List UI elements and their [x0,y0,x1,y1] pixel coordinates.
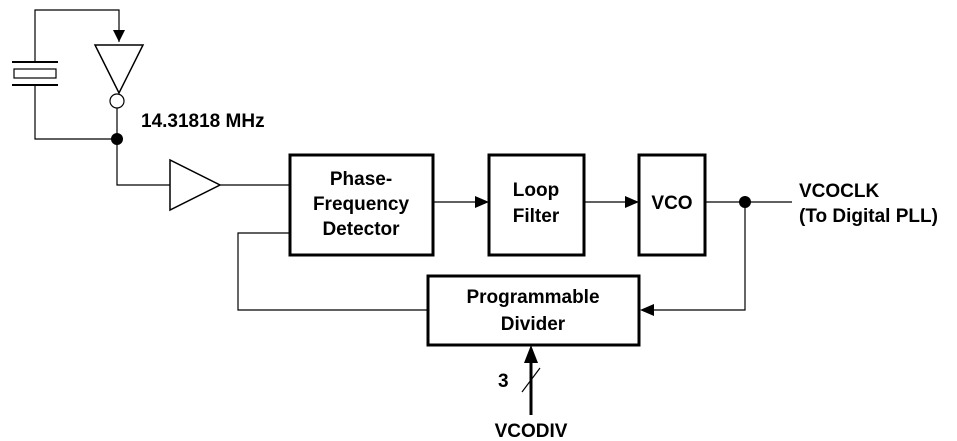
crystal-frequency-label: 14.31818 MHz [141,111,265,132]
vcodiv-label: VCODIV [495,421,568,441]
pfd-label-line-3: Detector [322,219,400,240]
divider-box [426,274,641,347]
inverter-triangle-icon [93,44,145,95]
bus-width-label: 3 [498,371,509,392]
crystal-top-wire [34,9,120,62]
crystal-bottom-wire [34,85,117,140]
vcoclk-destination-label: (To Digital PLL) [799,206,938,227]
loop-filter-box [487,153,586,257]
divider-label-line-2: Divider [501,314,566,335]
buffer-input-wire [116,139,170,186]
pfd-label-line-1: Phase- [330,169,392,190]
inverter-bubble-icon [109,93,125,109]
bus-width-slash-icon [521,367,541,393]
buffer-amplifier [116,139,290,212]
vco-label: VCO [651,193,692,214]
loop-filter-block: Loop Filter [487,153,586,257]
vcodiv-arrow-icon [524,345,538,363]
divider-label-line-1: Programmable [466,287,599,308]
vcodiv-input: 3 VCODIV [495,345,568,441]
pfd-box [288,153,435,257]
vco-block: VCO [637,153,707,257]
crystal-icon [13,68,57,79]
crystal-oscillator: 14.31818 MHz [12,9,265,145]
buffer-triangle-icon [169,158,222,212]
vco-box [637,153,707,257]
loop-filter-label-line-1: Loop [513,180,559,201]
inverter-input-arrow-icon [113,30,125,42]
pfd-to-filter-arrow-icon [475,196,489,208]
pfd-label-line-2: Frequency [313,194,410,215]
phase-frequency-detector-block: Phase- Frequency Detector [288,153,435,257]
feedback-arrow-icon [640,304,654,316]
vcoclk-label: VCOCLK [799,181,880,202]
loop-filter-label-line-2: Filter [513,206,560,227]
feedback-wire [654,202,746,311]
filter-to-vco-arrow-icon [625,196,639,208]
programmable-divider-block: Programmable Divider [426,274,641,347]
divider-to-pfd-wire [237,232,428,311]
